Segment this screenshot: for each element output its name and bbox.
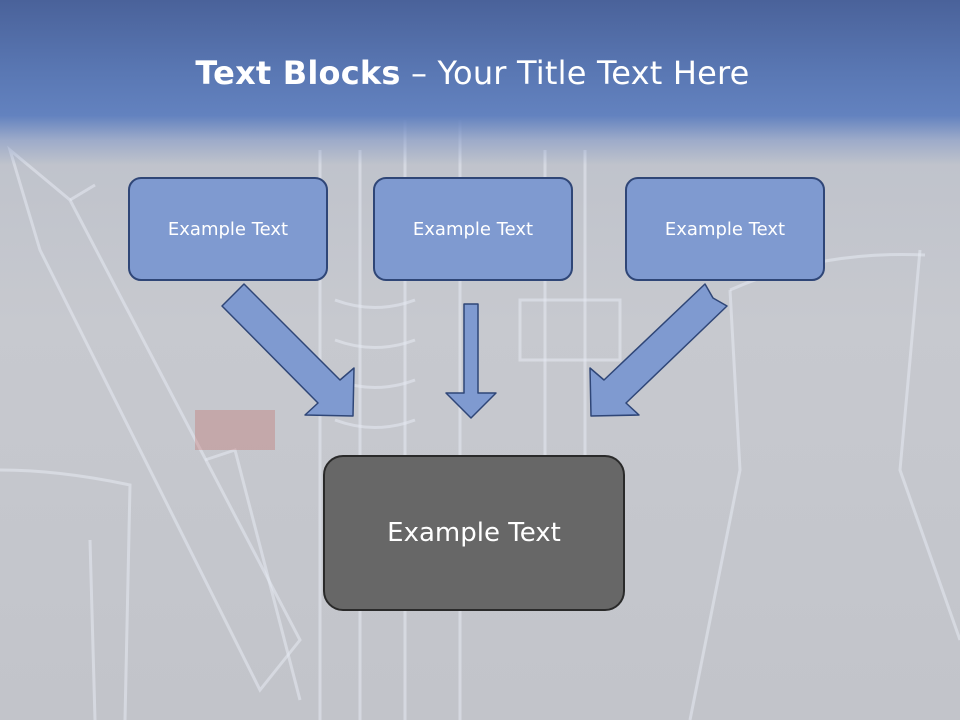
text-block-2-label: Example Text [412,218,534,240]
text-block-3-label: Example Text [664,218,786,240]
title-rest-part: – Your Title Text Here [400,54,750,92]
title-band [0,0,960,165]
text-block-2[interactable]: Example Text [373,177,573,281]
text-block-1[interactable]: Example Text [128,177,328,281]
center-text-block[interactable]: Example Text [323,455,625,611]
arrow-middle [445,303,497,419]
title-bold-part: Text Blocks [195,54,401,92]
arrow-left [221,283,355,417]
center-text-block-label: Example Text [387,518,561,548]
text-block-3[interactable]: Example Text [625,177,825,281]
text-block-1-label: Example Text [167,218,289,240]
arrow-right [589,283,728,417]
slide-title: Text Blocks – Your Title Text Here [0,54,945,92]
